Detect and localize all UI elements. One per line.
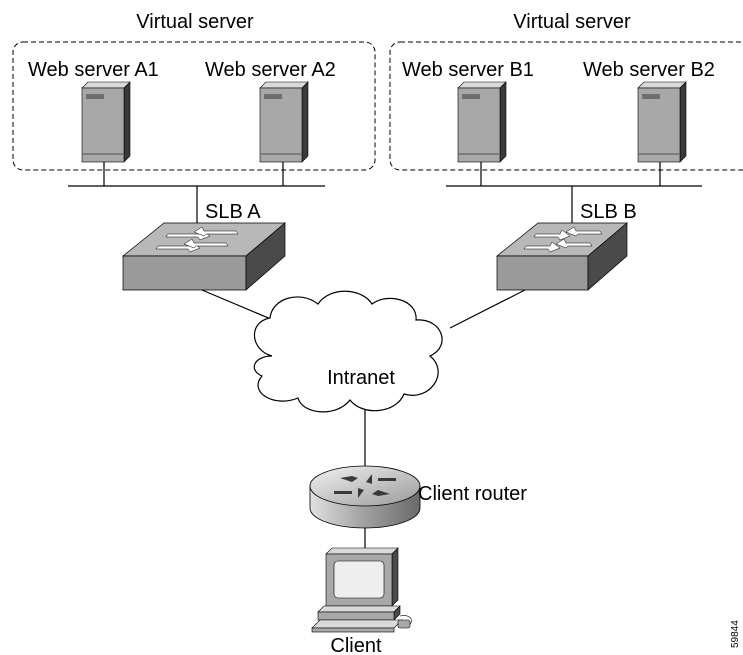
link-slb-b-intranet [449,289,526,329]
lan-b [446,162,702,228]
client-label: Client [330,635,382,655]
client-router-label: Client router [418,483,527,505]
lan-a [68,162,325,228]
figure-id: 59844 [730,620,741,648]
slb-b-switch-icon [496,222,628,291]
virtual-server-a-boundary [12,41,376,171]
intranet-cloud-icon [253,290,443,413]
slb-a-switch-icon [122,222,286,291]
web-server-a2-label: Web server A2 [205,59,336,81]
intranet-label: Intranet [327,367,395,389]
server-b1-icon [457,81,507,163]
client-computer-icon [311,547,412,633]
web-server-a1-label: Web server A1 [28,59,159,81]
server-b2-icon [637,81,687,163]
server-a1-icon [81,81,131,163]
virtual-server-b-boundary [389,41,743,171]
client-router-icon [309,465,421,529]
virtual-server-b-label: Virtual server [513,11,631,33]
slb-a-label: SLB A [205,201,261,223]
virtual-server-a-label: Virtual server [136,11,254,33]
slb-b-label: SLB B [580,201,637,223]
web-server-b2-label: Web server B2 [583,59,715,81]
web-server-b1-label: Web server B1 [402,59,534,81]
server-a2-icon [259,81,309,163]
